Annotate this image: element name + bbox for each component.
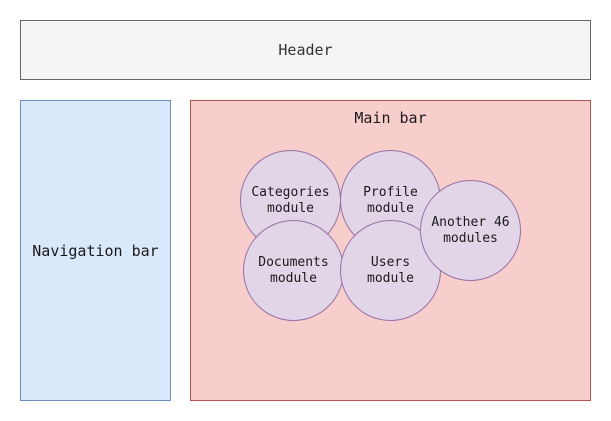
categories-module-label: Categories module [251, 184, 330, 216]
documents-module-label: Documents module [258, 254, 329, 286]
profile-module-label: Profile module [363, 184, 418, 216]
header-label: Header [278, 41, 333, 59]
navigation-bar-label: Navigation bar [32, 241, 159, 260]
another-modules-node: Another 46 modules [420, 180, 521, 281]
header-box: Header [20, 20, 591, 80]
another-modules-label: Another 46 modules [431, 214, 510, 246]
main-bar-label: Main bar [354, 109, 427, 127]
documents-module-node: Documents module [243, 220, 344, 321]
users-module-label: Users module [367, 254, 414, 286]
navigation-bar-box: Navigation bar [20, 100, 171, 401]
